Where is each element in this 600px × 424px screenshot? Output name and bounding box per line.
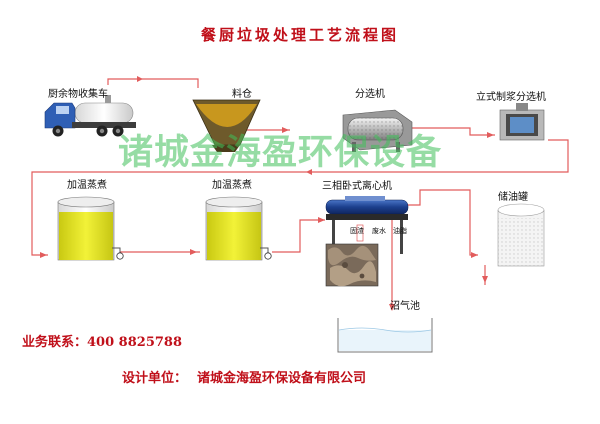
hopper-icon	[192, 99, 261, 152]
centrifuge-outputs: 固渣 废水 油脂	[350, 224, 407, 242]
biogas-label: 沼气池	[390, 299, 420, 312]
hopper-label: 料仓	[232, 87, 252, 100]
oil-tank-icon	[497, 203, 545, 267]
page-title: 餐厨垃圾处理工艺流程图	[201, 26, 399, 44]
designer-line: 设计单位： 诸城金海盈环保设备有限公司	[122, 370, 366, 386]
solid-output-label: 固渣	[350, 226, 364, 235]
phone-label: 业务联系：	[22, 334, 87, 350]
water-output-label: 废水	[372, 226, 386, 235]
pulper-label: 立式制浆分选机	[476, 90, 546, 103]
truck-icon	[44, 95, 136, 137]
designer-label: 设计单位：	[122, 370, 187, 386]
heater-1-label: 加温蒸煮	[67, 179, 107, 191]
centrifuge-icon	[325, 196, 409, 254]
designer-name: 诸城金海盈环保设备有限公司	[197, 370, 366, 386]
phone-number: 400 8825788	[87, 335, 182, 350]
heater-tank-1-icon	[57, 196, 124, 261]
truck-label: 厨余物收集车	[48, 87, 108, 100]
sludge-residue-icon	[325, 243, 379, 287]
watermark-text: 诸城金海盈环保设备	[118, 132, 442, 173]
pipes	[31, 76, 569, 311]
oil-output-label: 油脂	[393, 226, 407, 235]
separator-label: 分选机	[355, 87, 385, 100]
biogas-pool-icon	[337, 318, 433, 353]
heater-tank-2-icon	[205, 196, 272, 261]
heater-2-label: 加温蒸煮	[212, 179, 252, 191]
phone-line: 业务联系：400 8825788	[22, 334, 182, 350]
separator-icon	[342, 109, 413, 152]
centrifuge-label: 三相卧式离心机	[322, 179, 392, 192]
pulper-icon	[499, 103, 545, 141]
oil-tank-label: 储油罐	[498, 190, 528, 203]
